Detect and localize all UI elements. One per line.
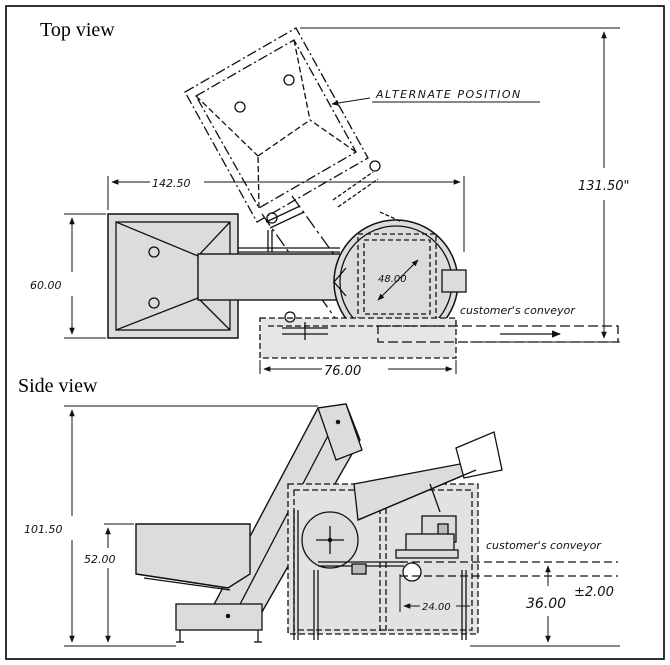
top-view <box>64 27 620 374</box>
dim-conveyor-height-label: 36.00 <box>526 596 566 612</box>
discharge-chute <box>353 431 503 521</box>
dim-base-length-label: 76.00 <box>324 364 361 379</box>
dim-hopper-height <box>104 523 134 643</box>
alternate-position-label: ALTERNATE POSITION <box>375 88 522 101</box>
customer-conveyor-top-label: customer's conveyor <box>460 304 576 317</box>
dim-offset-label: 24.00 <box>422 602 451 613</box>
dim-offset <box>399 574 470 612</box>
customer-conveyor-side <box>400 561 618 577</box>
alternate-position-leader <box>331 97 371 106</box>
dim-hopper-height-label: 52.00 <box>84 553 116 566</box>
side-view-title: Side view <box>18 375 98 397</box>
dim-overall-height-side <box>64 405 318 647</box>
dim-overall-height-top <box>300 27 620 343</box>
dim-base-length <box>259 360 457 374</box>
dim-width-label: 60.00 <box>30 279 62 292</box>
side-view <box>64 403 620 647</box>
customer-conveyor-side-label: customer's conveyor <box>486 539 602 552</box>
side-hopper <box>135 523 263 643</box>
top-base-frame <box>259 311 457 359</box>
dim-tolerance-label: ±2.00 <box>574 585 614 600</box>
dim-overall-length <box>107 176 465 252</box>
dim-overall-height-side-label: 101.50 <box>24 523 63 536</box>
side-drum <box>301 511 359 569</box>
main-conveyor-arm <box>197 205 347 301</box>
dim-overall-length-label: 142.50 <box>152 177 191 190</box>
drawing-border <box>5 5 665 660</box>
drive-assembly <box>318 515 459 582</box>
top-view-title: Top view <box>40 19 115 41</box>
dim-width <box>64 213 106 339</box>
dim-diameter-label: 48.00 <box>378 274 407 285</box>
dim-diameter-leader <box>377 259 419 301</box>
dim-conveyor-height <box>470 565 620 647</box>
customer-conveyor-top <box>377 325 619 343</box>
dim-overall-height-top-label: 131.50" <box>578 179 629 194</box>
